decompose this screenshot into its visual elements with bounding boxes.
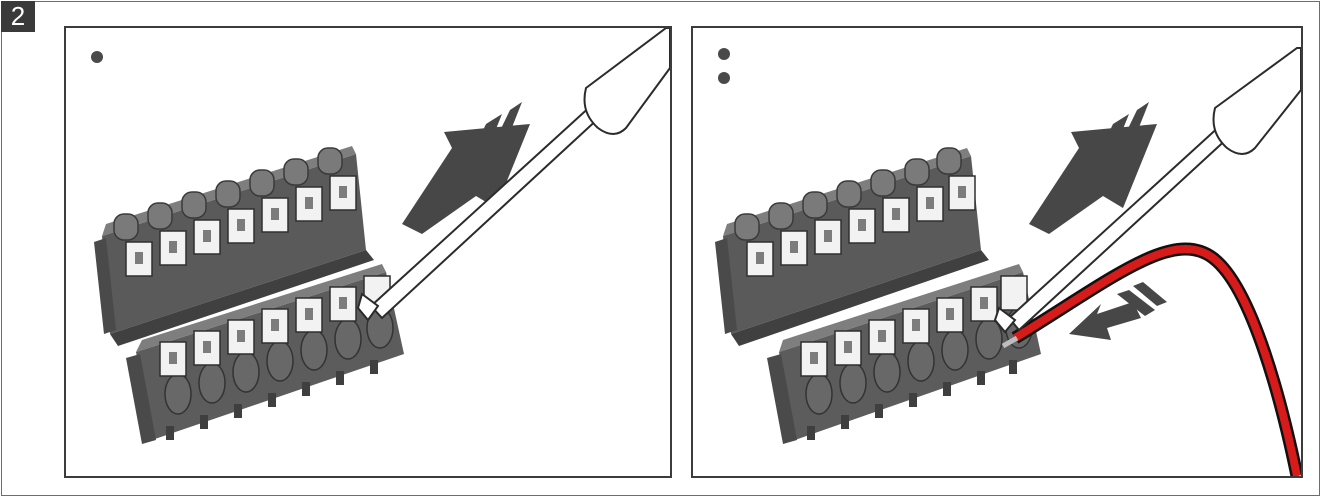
insert-arrow-icon <box>1069 282 1167 340</box>
step-dot-icon <box>718 72 730 84</box>
terminal-block-icon <box>94 146 374 346</box>
panel-2-illustration <box>715 47 1301 476</box>
screwdriver-icon <box>993 47 1301 334</box>
terminal-block-icon <box>715 147 989 346</box>
panel-step-2 <box>691 26 1303 478</box>
screwdriver-icon <box>356 28 670 322</box>
push-arrow-icon <box>402 102 530 234</box>
step-dot-icon <box>91 51 103 63</box>
panel-step-1 <box>64 26 672 478</box>
step-dot-icon <box>718 48 730 60</box>
step-number-badge: 2 <box>1 1 35 32</box>
wire-icon <box>1001 242 1301 476</box>
push-arrow-icon <box>1029 102 1157 234</box>
panel-1-illustration <box>91 28 670 444</box>
terminal-block-icon <box>126 264 404 444</box>
